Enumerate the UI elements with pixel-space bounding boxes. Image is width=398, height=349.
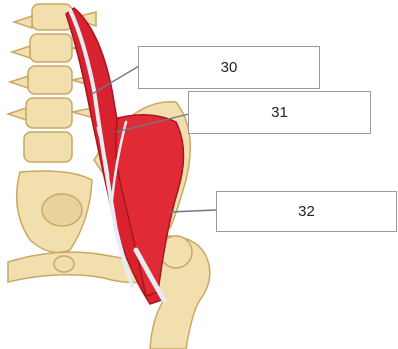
- label-box-31: 31: [188, 91, 371, 134]
- label-32-text: 32: [298, 203, 315, 220]
- label-30-text: 30: [221, 59, 238, 76]
- label-box-32: 32: [216, 191, 397, 232]
- label-31-text: 31: [271, 104, 288, 121]
- label-box-30: 30: [138, 46, 320, 89]
